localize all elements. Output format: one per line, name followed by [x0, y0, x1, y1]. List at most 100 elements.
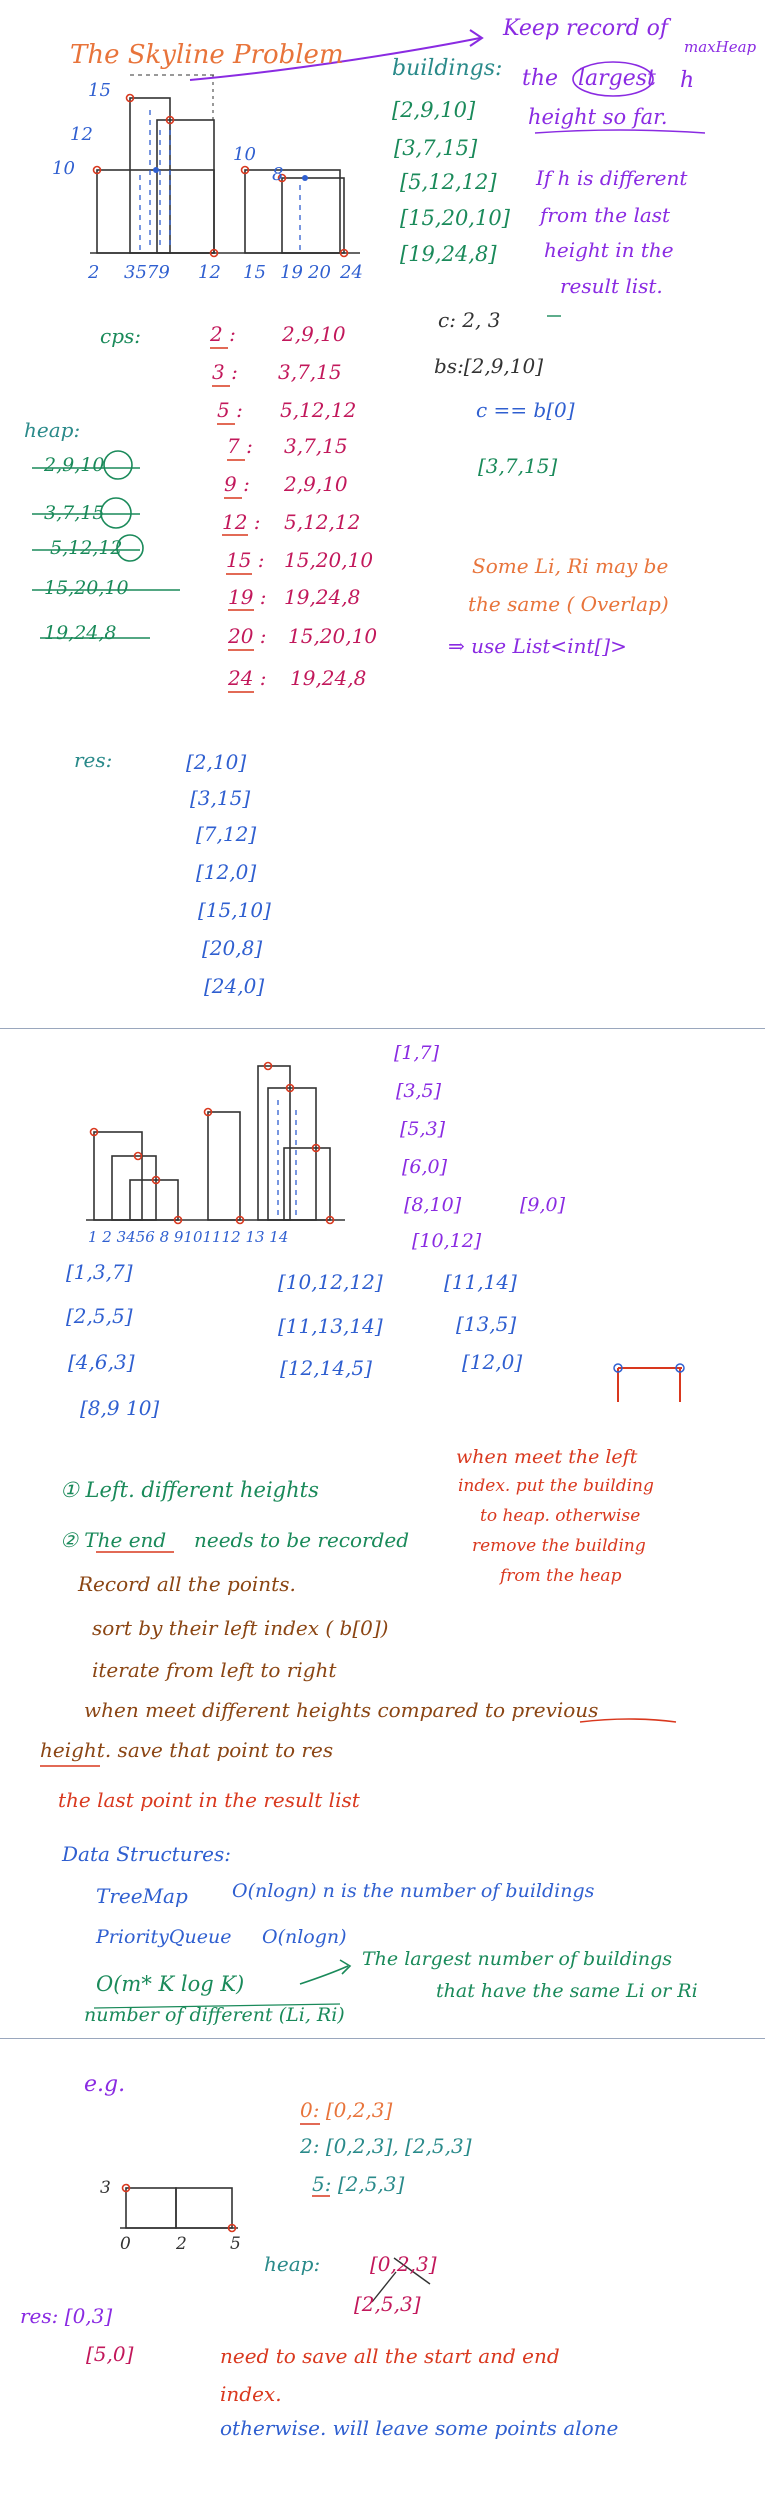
- s2-list-5: [8,10]: [404, 1194, 462, 1216]
- note-h: h: [680, 68, 695, 93]
- calc-c: c: 2, 3: [438, 308, 501, 332]
- res-label: res:: [74, 748, 113, 772]
- s2-list-1: [1,7]: [394, 1042, 440, 1064]
- res-item-7: [24,0]: [204, 974, 265, 998]
- record-all: Record all the points.: [78, 1572, 296, 1596]
- s2-triple-4: [8,9 10]: [80, 1396, 160, 1420]
- need-note-1: need to save all the start and end: [220, 2344, 560, 2368]
- x-label-15: 15: [243, 262, 266, 283]
- otherwise-note: otherwise. will leave some points alone: [220, 2416, 619, 2440]
- note-diff-1: If h is different: [536, 166, 688, 190]
- cps-key-1: 2 :: [210, 322, 236, 346]
- calc-result: [3,7,15]: [478, 454, 558, 478]
- cps-key-8: 19 :: [228, 585, 267, 609]
- note-largest: largest: [578, 66, 656, 91]
- map-line-3: 5: [2,5,3]: [312, 2172, 405, 2196]
- note-maxheap: maxHeap: [684, 38, 757, 56]
- s2-list-4: [6,0]: [402, 1156, 448, 1178]
- sort-step: sort by their left index ( b[0]): [92, 1616, 389, 1640]
- cps-val-5: 2,9,10: [284, 472, 348, 496]
- res-item-5: [15,10]: [198, 898, 271, 922]
- s2-pair-2: [13,5]: [456, 1312, 517, 1336]
- ex-res-item-1: [0,3]: [64, 2304, 113, 2328]
- building-5: [19,24,8]: [400, 242, 497, 266]
- ex-heap-item-1: [0,2,3]: [370, 2252, 437, 2276]
- map-line-2: 2: [0,2,3], [2,5,3]: [300, 2134, 472, 2158]
- y-label-8: 8: [272, 164, 284, 185]
- left-note-3: to heap. otherwise: [480, 1506, 641, 1526]
- building-3-7-15: [129, 97, 171, 254]
- section-divider-1: [0, 1028, 765, 1029]
- calc-bs: bs:[2,9,10]: [434, 354, 544, 378]
- point-1: ① Left. different heights: [60, 1478, 319, 1502]
- heap-item-5: 19,24,8: [44, 622, 117, 644]
- ex-y-label: 3: [100, 2178, 111, 2198]
- cps-label: cps:: [100, 324, 142, 348]
- s2-x-labels: 1 2 3456 8 9101112 13 14: [88, 1228, 289, 1246]
- meet-step-1: when meet different heights compared to …: [84, 1698, 599, 1722]
- ex-heap-item-2: [2,5,3]: [354, 2292, 421, 2316]
- left-note-4: remove the building: [472, 1536, 646, 1556]
- x-label-20: 20: [308, 262, 331, 283]
- point-2-end: ② The end: [60, 1528, 167, 1552]
- skyline-figure-1: [32, 29, 706, 693]
- overlap-sketch: [613, 1363, 685, 1402]
- building-4: [15,20,10]: [400, 206, 510, 230]
- building-1: [2,9,10]: [392, 98, 476, 122]
- s2-pair-1: [11,14]: [444, 1270, 517, 1294]
- cps-val-9: 15,20,10: [288, 624, 378, 648]
- m-note: number of different (Li, Ri): [84, 2004, 345, 2026]
- x-label-12: 12: [198, 262, 221, 283]
- s2-triple-mid-2: [11,13,14]: [278, 1314, 383, 1338]
- y-label-10: 10: [52, 158, 75, 179]
- s2-list-7: [10,12]: [412, 1230, 482, 1252]
- note-keep-record: Keep record of: [503, 16, 669, 41]
- res-item-4: [12,0]: [196, 860, 257, 884]
- ex-heap-label: heap:: [264, 2252, 321, 2276]
- y-label-10b: 10: [233, 144, 256, 165]
- cps-val-8: 19,24,8: [284, 585, 361, 609]
- cps-key-3: 5 :: [217, 398, 243, 422]
- res-item-6: [20,8]: [202, 936, 263, 960]
- point-2-rest: needs to be recorded: [194, 1528, 410, 1552]
- map-line-1: 0: [0,2,3]: [300, 2098, 393, 2122]
- building-5-12-12: [156, 119, 215, 254]
- cps-val-10: 19,24,8: [290, 666, 367, 690]
- heap-item-1: 2,9,10: [44, 454, 105, 476]
- s2-list-6: [9,0]: [520, 1194, 566, 1216]
- cps-key-7: 15 :: [226, 548, 265, 572]
- x-label-24: 24: [340, 262, 363, 283]
- x-label-3579: 3579: [124, 262, 170, 283]
- res-item-3: [7,12]: [196, 822, 257, 846]
- ex-x-label-2: 2: [176, 2234, 187, 2254]
- building-19-24-8: [281, 177, 345, 254]
- note-diff-3: height in the: [544, 238, 674, 262]
- eg-label: e.g.: [84, 2072, 126, 2097]
- ds-treemap: TreeMap: [96, 1884, 188, 1908]
- heap-label: heap:: [24, 418, 81, 442]
- cps-val-2: 3,7,15: [278, 360, 342, 384]
- iterate-step: iterate from left to right: [92, 1658, 337, 1682]
- ex-res-item-2: [5,0]: [86, 2342, 134, 2366]
- y-label-12: 12: [70, 124, 93, 145]
- s2-list-3: [5,3]: [400, 1118, 446, 1140]
- section-divider-2: [0, 2038, 765, 2039]
- ds-label: Data Structures:: [62, 1842, 231, 1866]
- use-note: ⇒ use List<int[]>: [448, 634, 627, 658]
- s2-list-2: [3,5]: [396, 1080, 442, 1102]
- calc-compare: c == b[0]: [476, 398, 575, 422]
- note-diff-4: result list.: [560, 274, 663, 298]
- cps-val-1: 2,9,10: [282, 322, 346, 346]
- ds-pq-cost: O(nlogn): [262, 1926, 347, 1948]
- heap-item-3: 5,12,12: [50, 537, 123, 559]
- left-note-5: from the heap: [500, 1566, 622, 1586]
- ds-mk: O(m* K log K): [96, 1972, 245, 1996]
- overlap-note-2: the same ( Overlap): [468, 592, 669, 616]
- cps-val-6: 5,12,12: [284, 510, 361, 534]
- s2-triple-1: [1,3,7]: [66, 1260, 133, 1284]
- res-item-1: [2,10]: [186, 750, 247, 774]
- s2-triple-3: [4,6,3]: [68, 1350, 135, 1374]
- cps-val-4: 3,7,15: [284, 434, 348, 458]
- building-2: [3,7,15]: [394, 136, 478, 160]
